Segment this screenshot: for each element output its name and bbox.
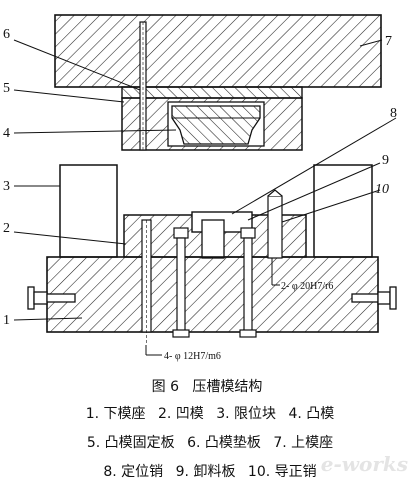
legend-item: 1. 下模座	[85, 406, 146, 422]
fit-annotation-right: 2- φ 20H7/r6	[281, 281, 333, 292]
limit-block-left	[59, 164, 118, 258]
callout-9: 9	[382, 153, 389, 168]
callout-10: 10	[375, 182, 389, 197]
legend-item: 2. 凹模	[157, 406, 204, 422]
stripper-plate	[191, 211, 253, 259]
watermark-logo: e-works	[320, 452, 408, 476]
legend-item: 3. 限位块	[216, 406, 277, 422]
legend-item: 9. 卸料板	[175, 464, 236, 480]
fit-annotation-bottom: 4- φ 12H7/m6	[164, 351, 221, 362]
punch-backing-plate	[121, 86, 303, 99]
callout-4: 4	[3, 126, 10, 141]
callout-1: 1	[3, 313, 10, 328]
legend-item: 4. 凸模	[288, 406, 335, 422]
legend-item: 8. 定位销	[103, 464, 164, 480]
legend-item: 10. 导正销	[247, 464, 317, 480]
legend-item: 5. 凸模固定板	[86, 435, 175, 451]
lower-die-seat	[46, 256, 379, 333]
legend-item: 7. 上模座	[273, 435, 334, 451]
locating-pin-left	[141, 219, 152, 345]
callout-7: 7	[385, 34, 392, 49]
legend-row-1: 1. 下模座 2. 凹模 3. 限位块 4. 凸模	[10, 403, 410, 423]
callout-3: 3	[3, 179, 10, 194]
guide-pin	[267, 189, 283, 259]
side-bolt-right	[351, 286, 397, 310]
legend-item: 6. 凸模垫板	[187, 435, 261, 451]
callout-5: 5	[3, 81, 10, 96]
limit-block-right	[313, 164, 373, 258]
screw-left	[172, 227, 190, 338]
callout-8: 8	[390, 106, 397, 121]
legend-row-2: 5. 凸模固定板 6. 凸模垫板 7. 上模座	[10, 432, 410, 452]
punch	[171, 105, 261, 145]
upper-screw	[139, 21, 147, 151]
screw-right	[239, 227, 257, 338]
callout-2: 2	[3, 221, 10, 236]
upper-die-seat	[54, 14, 382, 88]
figure-number: 图 6	[151, 379, 179, 395]
callout-6: 6	[3, 27, 10, 42]
side-bolt-left	[27, 286, 76, 310]
figure-title: 压槽模结构	[192, 379, 263, 395]
legend-row-3: 8. 定位销 9. 卸料板 10. 导正销	[10, 461, 410, 481]
figure-caption: 图 6 压槽模结构	[0, 376, 414, 396]
leader-lines	[13, 39, 397, 356]
